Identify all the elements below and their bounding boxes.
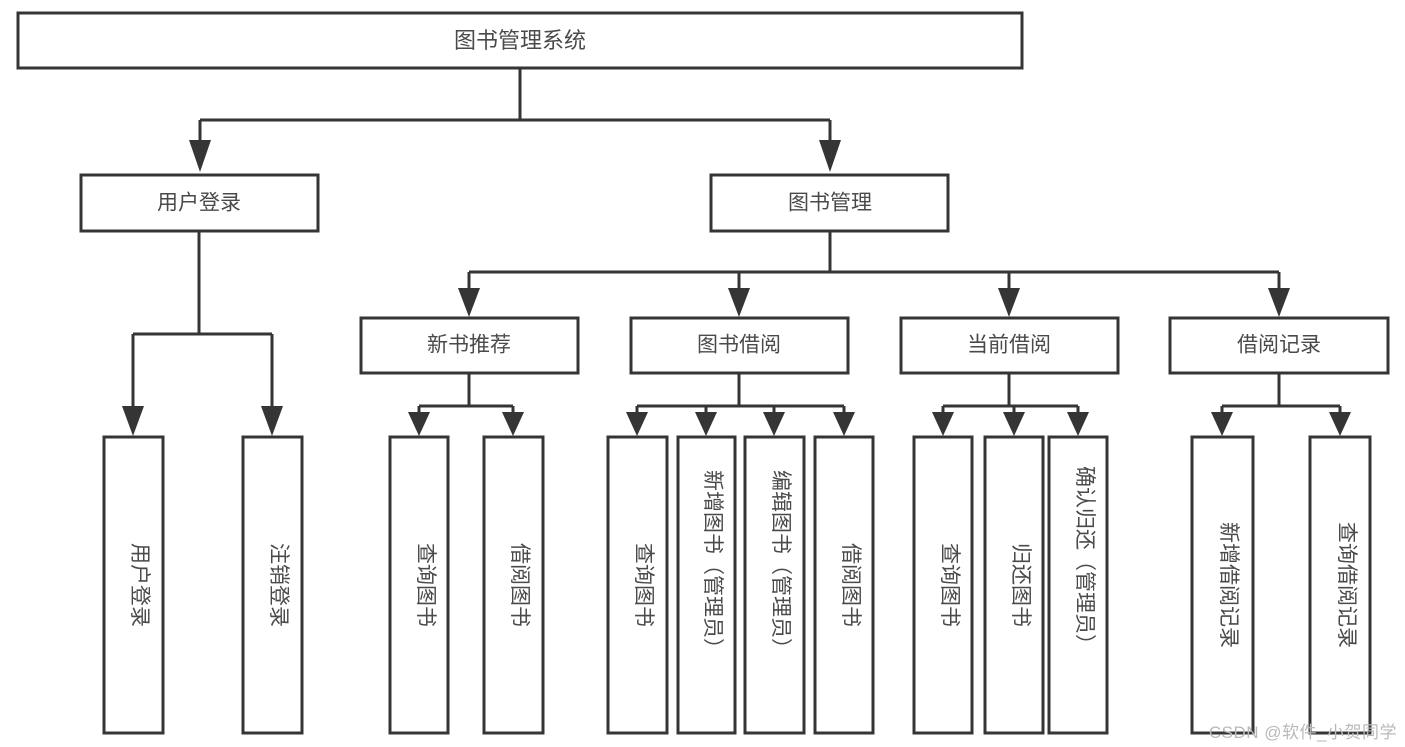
node-current-borrow-label: 当前借阅 bbox=[967, 334, 1051, 357]
node-book-management-box[interactable] bbox=[709, 173, 950, 233]
node-leaf-box[interactable] bbox=[388, 435, 450, 735]
node-leaf-query-borrow-record[interactable]: 查询借阅记录 bbox=[1308, 435, 1372, 735]
node-borrow-records-box[interactable] bbox=[1168, 316, 1390, 375]
arrow-head-icon bbox=[1211, 412, 1233, 436]
node-leaf-label: 注销登录 bbox=[267, 543, 290, 627]
node-leaf-label: 编辑图书（管理员） bbox=[769, 470, 792, 659]
node-leaf-borrow-book-borrow[interactable]: 借阅图书 bbox=[813, 435, 875, 735]
node-leaf-label: 确认归还（管理员） bbox=[1073, 466, 1096, 655]
node-leaf-label: 借阅图书 bbox=[508, 543, 531, 627]
node-leaf-query-book-current[interactable]: 查询图书 bbox=[912, 435, 974, 735]
node-leaf-logout[interactable]: 注销登录 bbox=[241, 435, 304, 735]
node-borrow-records[interactable]: 借阅记录 bbox=[1168, 316, 1390, 375]
arrow-head-icon bbox=[1003, 412, 1025, 436]
arrow-head-icon bbox=[932, 412, 954, 436]
arrow-head-icon bbox=[1268, 288, 1290, 317]
arrow-head-icon bbox=[833, 412, 855, 436]
node-leaf-box[interactable] bbox=[743, 435, 806, 735]
node-user-login-label: 用户登录 bbox=[157, 192, 241, 215]
node-new-book-recommend[interactable]: 新书推荐 bbox=[359, 316, 580, 375]
node-book-management[interactable]: 图书管理 bbox=[709, 173, 950, 233]
node-leaf-label: 归还图书 bbox=[1009, 543, 1032, 627]
node-book-management-label: 图书管理 bbox=[788, 192, 872, 215]
arrow-head-icon bbox=[502, 412, 524, 436]
node-leaf-add-borrow-record[interactable]: 新增借阅记录 bbox=[1190, 435, 1255, 735]
connector-root-to-level2 bbox=[189, 68, 841, 172]
node-leaf-user-login[interactable]: 用户登录 bbox=[102, 435, 165, 735]
node-leaf-confirm-return-admin[interactable]: 确认归还（管理员） bbox=[1047, 435, 1109, 735]
node-book-borrow-label: 图书借阅 bbox=[697, 334, 781, 357]
node-leaf-label: 查询图书 bbox=[938, 543, 961, 627]
arrow-head-icon bbox=[998, 288, 1020, 317]
arrow-head-icon bbox=[763, 412, 785, 436]
node-leaf-box[interactable] bbox=[676, 435, 737, 735]
connector-records-to-leaves bbox=[1211, 373, 1351, 436]
arrow-head-icon bbox=[1067, 412, 1089, 436]
node-book-borrow-box[interactable] bbox=[629, 316, 850, 375]
node-leaf-borrow-book-newbook[interactable]: 借阅图书 bbox=[482, 435, 545, 735]
node-new-book-recommend-box[interactable] bbox=[359, 316, 580, 375]
node-root-box[interactable] bbox=[16, 11, 1024, 70]
node-root-label: 图书管理系统 bbox=[454, 28, 586, 53]
connector-userlogin-to-leaves bbox=[122, 231, 283, 436]
node-root[interactable]: 图书管理系统 bbox=[16, 11, 1024, 70]
node-leaf-box[interactable] bbox=[813, 435, 875, 735]
csdn-watermark: CSDN @软件_小贺同学 bbox=[1208, 723, 1397, 742]
node-leaf-return-book[interactable]: 归还图书 bbox=[983, 435, 1045, 735]
node-leaf-label: 用户登录 bbox=[128, 543, 151, 627]
node-user-login[interactable]: 用户登录 bbox=[79, 173, 320, 233]
arrow-head-icon bbox=[261, 406, 283, 436]
node-leaf-query-book-newbook[interactable]: 查询图书 bbox=[388, 435, 450, 735]
arrow-head-icon bbox=[695, 412, 717, 436]
node-borrow-records-label: 借阅记录 bbox=[1237, 334, 1321, 357]
node-new-book-recommend-label: 新书推荐 bbox=[427, 334, 511, 357]
connector-borrow-to-leaves bbox=[626, 373, 855, 436]
arrow-head-icon bbox=[408, 412, 430, 436]
node-leaf-box[interactable] bbox=[1047, 435, 1109, 735]
node-leaf-box[interactable] bbox=[1308, 435, 1372, 735]
arrow-head-icon bbox=[122, 406, 144, 436]
node-leaf-box[interactable] bbox=[912, 435, 974, 735]
node-current-borrow-box[interactable] bbox=[899, 316, 1120, 375]
arrow-head-icon bbox=[458, 288, 480, 317]
node-leaf-box[interactable] bbox=[241, 435, 304, 735]
node-leaf-query-book-borrow[interactable]: 查询图书 bbox=[606, 435, 669, 735]
node-current-borrow[interactable]: 当前借阅 bbox=[899, 316, 1120, 375]
node-leaf-label: 查询借阅记录 bbox=[1335, 522, 1358, 648]
connector-current-to-leaves bbox=[932, 373, 1089, 436]
arrow-head-icon bbox=[819, 140, 841, 172]
node-leaf-box[interactable] bbox=[102, 435, 165, 735]
node-leaf-label: 借阅图书 bbox=[839, 543, 862, 627]
arrow-head-icon bbox=[728, 288, 750, 317]
node-leaf-box[interactable] bbox=[606, 435, 669, 735]
arrow-head-icon bbox=[626, 412, 648, 436]
node-leaf-label: 查询图书 bbox=[632, 543, 655, 627]
arrow-head-icon bbox=[1329, 412, 1351, 436]
node-user-login-box[interactable] bbox=[79, 173, 320, 233]
connector-bookmgmt-to-level3 bbox=[458, 231, 1290, 317]
connector-newbook-to-leaves bbox=[408, 373, 524, 436]
node-leaf-edit-book-admin[interactable]: 编辑图书（管理员） bbox=[743, 435, 806, 735]
node-leaf-add-book-admin[interactable]: 新增图书（管理员） bbox=[676, 435, 737, 735]
node-book-borrow[interactable]: 图书借阅 bbox=[629, 316, 850, 375]
arrow-head-icon bbox=[189, 140, 211, 172]
node-leaf-label: 查询图书 bbox=[414, 543, 437, 627]
node-leaf-box[interactable] bbox=[482, 435, 545, 735]
node-leaf-label: 新增图书（管理员） bbox=[701, 470, 724, 659]
node-leaf-label: 新增借阅记录 bbox=[1217, 522, 1240, 648]
node-leaf-box[interactable] bbox=[983, 435, 1045, 735]
node-leaf-box[interactable] bbox=[1190, 435, 1255, 735]
